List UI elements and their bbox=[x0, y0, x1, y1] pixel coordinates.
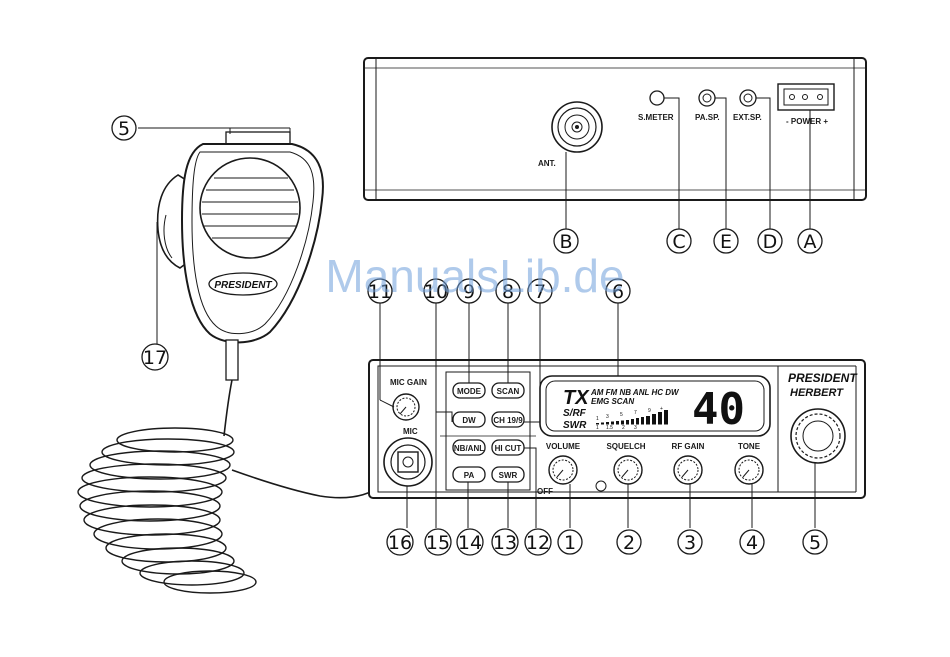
mic-socket bbox=[384, 438, 432, 486]
callout-D: D bbox=[763, 231, 778, 253]
front-brand: PRESIDENT bbox=[788, 371, 858, 385]
callout-4: 4 bbox=[746, 532, 758, 554]
button-nb-anl: NB/ANL bbox=[453, 440, 485, 455]
callout-2: 2 bbox=[623, 532, 635, 554]
extsp-label: EXT.SP. bbox=[733, 113, 762, 122]
channel-knob bbox=[791, 409, 845, 463]
tone-label: TONE bbox=[738, 442, 761, 451]
callout-13: 13 bbox=[493, 532, 517, 554]
front-model: HERBERT bbox=[790, 387, 844, 399]
button-swr: SWR bbox=[492, 467, 524, 482]
volume-knob bbox=[549, 456, 577, 484]
lcd-channel: 40 bbox=[692, 384, 745, 435]
lcd-tx: TX bbox=[563, 387, 590, 409]
button-pa-label: PA bbox=[464, 471, 475, 480]
callout-E: E bbox=[720, 231, 732, 253]
callout-16: 16 bbox=[388, 532, 412, 554]
lcd-swr: SWR bbox=[563, 420, 587, 431]
scale-top-7: 7 bbox=[634, 410, 637, 416]
button-hi-cut-label: HI CUT bbox=[495, 444, 522, 453]
callout-1: 1 bbox=[564, 532, 576, 554]
lcd-srf: S/RF bbox=[563, 408, 587, 419]
watermark: ManualsLib.de bbox=[325, 250, 624, 302]
button-scan: SCAN bbox=[492, 383, 524, 398]
button-nb-anl-label: NB/ANL bbox=[454, 444, 484, 453]
asc-indicator bbox=[596, 481, 606, 491]
callout-12: 12 bbox=[526, 532, 550, 554]
rf-gain-label: RF GAIN bbox=[672, 442, 705, 451]
ant-label: ANT. bbox=[538, 159, 556, 168]
scale-top-9: 9 bbox=[648, 408, 651, 414]
scale-top-5: 5 bbox=[620, 412, 623, 418]
scale-bottom-1: 1 bbox=[596, 425, 599, 431]
tone-knob bbox=[735, 456, 763, 484]
button-mode-label: MODE bbox=[457, 387, 482, 396]
button-hi-cut: HI CUT bbox=[492, 440, 524, 455]
callout-5: 5 bbox=[809, 532, 821, 554]
scale-top-3: 3 bbox=[606, 414, 609, 420]
lcd-modes-1: AM FM NB ANL HC DW bbox=[590, 388, 680, 397]
microphone: PRESIDENT bbox=[158, 132, 323, 380]
squelch-knob bbox=[614, 456, 642, 484]
smeter-jack bbox=[650, 91, 664, 105]
button-ch19-9-label: CH 19/9 bbox=[493, 416, 523, 425]
callout-3: 3 bbox=[684, 532, 696, 554]
button-dw-label: DW bbox=[462, 416, 476, 425]
power-label: - POWER + bbox=[786, 117, 828, 126]
squelch-label: SQUELCH bbox=[606, 442, 645, 451]
callout-mic-17: 17 bbox=[143, 347, 167, 369]
mic-brand: PRESIDENT bbox=[214, 280, 272, 291]
smeter-label: S.METER bbox=[638, 113, 674, 122]
rear-panel: ANT. S.METER PA.SP. EXT.SP. - POWER + bbox=[364, 58, 866, 229]
scale-bottom-1-5: 1.5 bbox=[606, 425, 613, 431]
front-panel: PRESIDENT HERBERT MIC GAIN MIC MODE bbox=[369, 360, 865, 498]
callout-C: C bbox=[672, 231, 685, 253]
mic-gain-knob bbox=[393, 394, 419, 420]
callout-14: 14 bbox=[458, 532, 482, 554]
mic-gain-label: MIC GAIN bbox=[390, 378, 427, 387]
button-dw: DW bbox=[453, 412, 485, 427]
coiled-cord bbox=[78, 380, 388, 593]
power-connector bbox=[778, 84, 834, 110]
scale-top-1: 1 bbox=[596, 416, 599, 422]
button-scan-label: SCAN bbox=[497, 387, 520, 396]
scale-top-plus: + bbox=[660, 406, 663, 412]
scale-bottom-3: 3 bbox=[634, 425, 637, 431]
callout-A: A bbox=[804, 231, 817, 253]
off-label: OFF bbox=[537, 487, 553, 496]
button-pa: PA bbox=[453, 467, 485, 482]
front-callouts-bottom: 16 15 14 13 12 1 2 3 4 5 bbox=[387, 529, 827, 555]
button-ch19-9: CH 19/9 bbox=[492, 412, 524, 427]
button-swr-label: SWR bbox=[499, 471, 518, 480]
scale-bottom-2: 2 bbox=[622, 425, 625, 431]
antenna-connector bbox=[552, 102, 602, 152]
callout-15: 15 bbox=[426, 532, 450, 554]
extsp-jack bbox=[740, 90, 756, 106]
callout-mic-5: 5 bbox=[118, 118, 130, 140]
pasp-jack bbox=[699, 90, 715, 106]
button-mode: MODE bbox=[453, 383, 485, 398]
pasp-label: PA.SP. bbox=[695, 113, 720, 122]
volume-label: VOLUME bbox=[546, 442, 581, 451]
mic-socket-label: MIC bbox=[403, 427, 418, 436]
rf-gain-knob bbox=[674, 456, 702, 484]
lcd-display: TX AM FM NB ANL HC DW EMG SCAN S/RF SWR … bbox=[540, 376, 770, 436]
lcd-modes-2: EMG SCAN bbox=[591, 397, 634, 406]
